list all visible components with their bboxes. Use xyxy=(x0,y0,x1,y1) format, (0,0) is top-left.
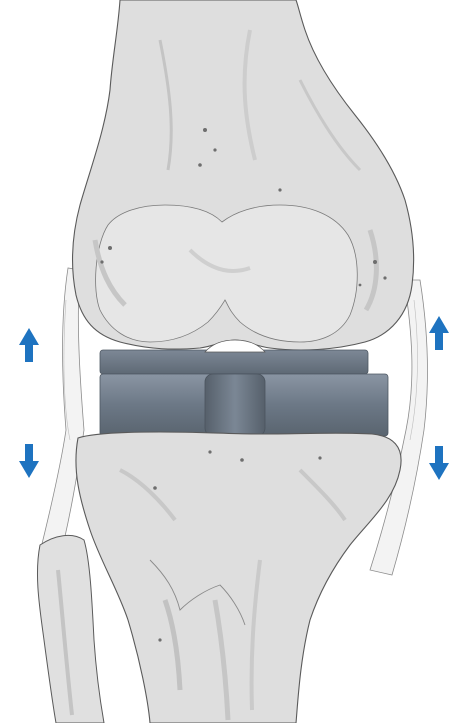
femur-bone xyxy=(73,0,414,350)
joint-spacer xyxy=(100,340,388,436)
fibula-bone xyxy=(37,535,104,723)
arrow-down-right-icon xyxy=(429,446,449,480)
tibia-bone xyxy=(76,432,401,723)
spacer-center-peg xyxy=(205,374,265,436)
arrow-up-right-icon xyxy=(429,316,449,350)
arrow-up-left-icon xyxy=(19,328,39,362)
arrow-down-left-icon xyxy=(19,444,39,478)
ligament-left xyxy=(38,268,84,565)
spacer-upper-plate xyxy=(100,350,368,374)
